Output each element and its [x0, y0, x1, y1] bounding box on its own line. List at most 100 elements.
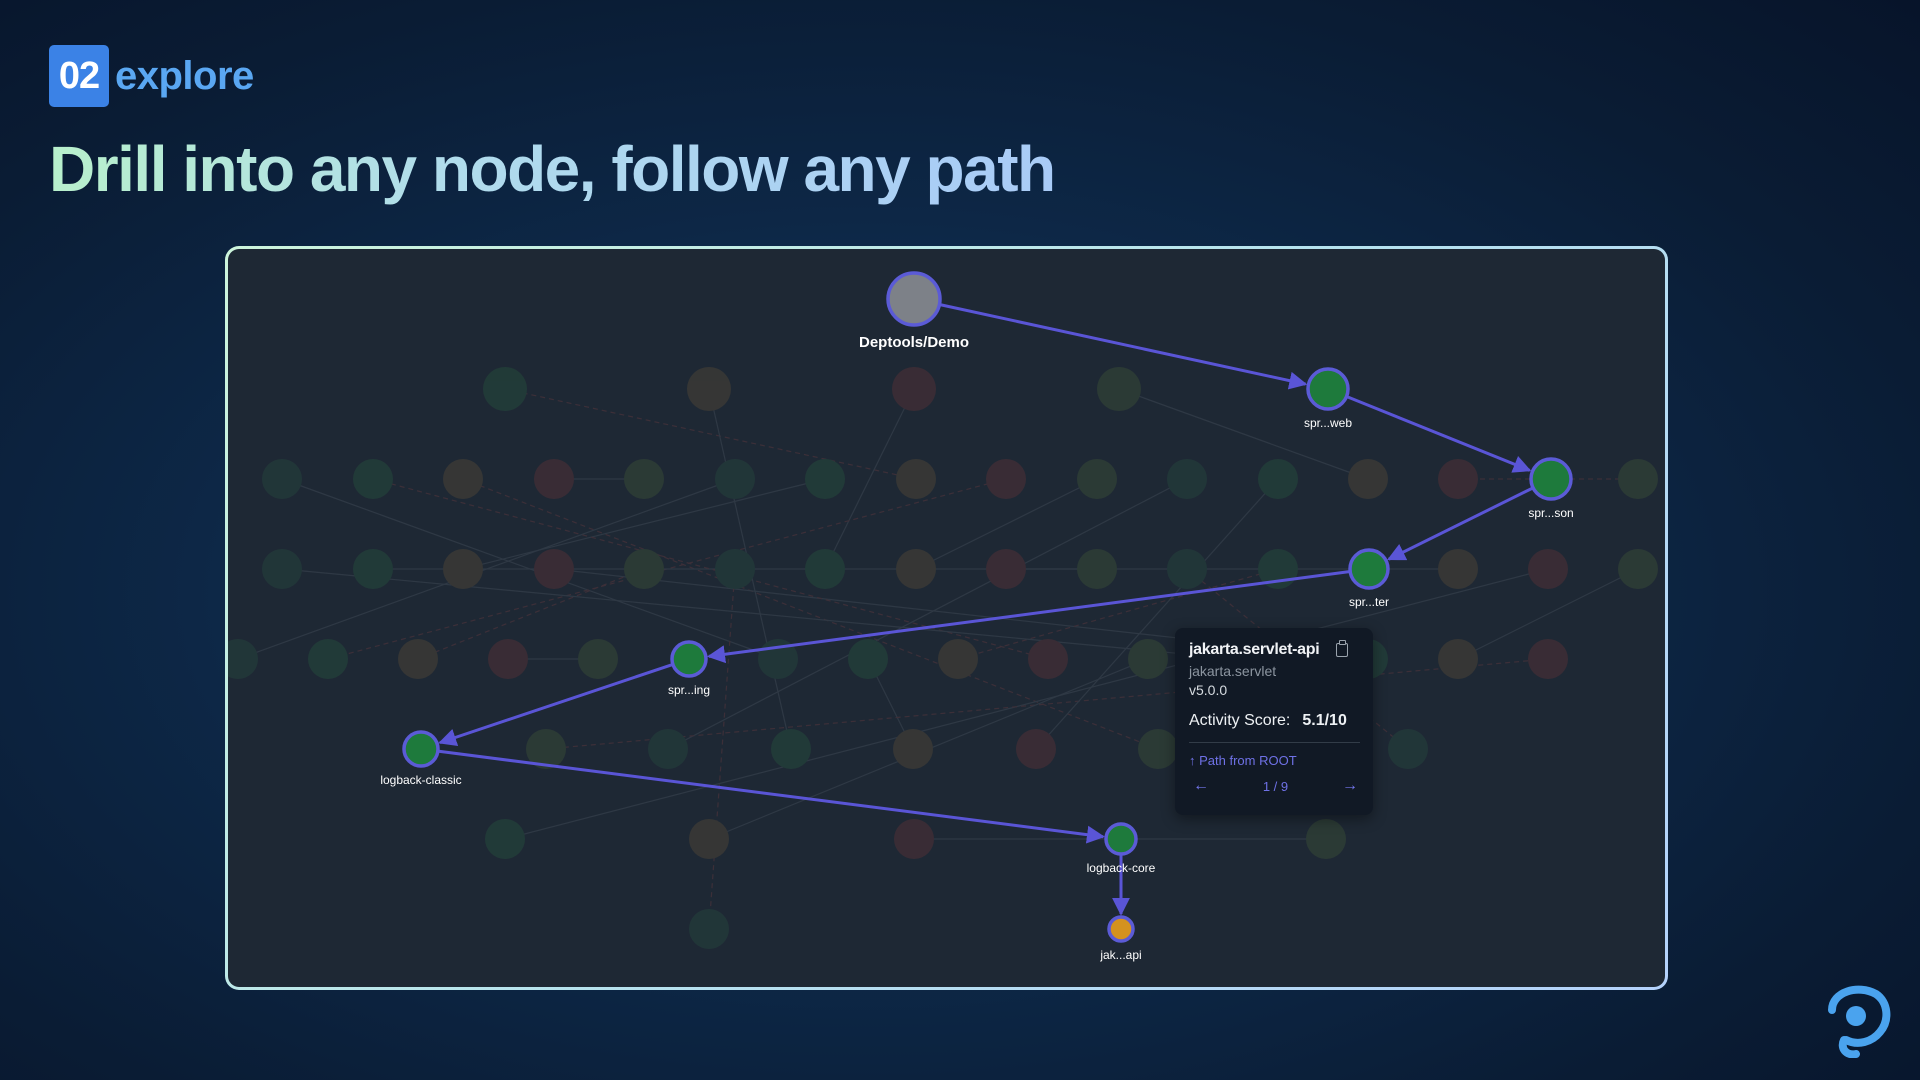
graph-canvas[interactable]: Deptools/Demo spr...web spr...son spr...ter… [228, 249, 1665, 987]
background-node [1618, 549, 1658, 589]
background-node [805, 459, 845, 499]
background-node [1097, 367, 1141, 411]
background-node [578, 639, 618, 679]
background-node [689, 909, 729, 949]
graph-node-web[interactable]: spr...web [1304, 367, 1352, 430]
tooltip-package-name: jakarta.servlet-api [1189, 641, 1320, 658]
background-node [485, 819, 525, 859]
background-node [1438, 549, 1478, 589]
background-node [1438, 639, 1478, 679]
activity-score-value: 5.1/10 [1302, 712, 1347, 729]
background-edge [915, 478, 1098, 570]
graph-node-logback_classic[interactable]: logback-classic [380, 730, 462, 787]
node-circle [1104, 822, 1138, 856]
background-node [805, 549, 845, 589]
brand-logo-icon [1828, 985, 1891, 1058]
background-node [1077, 549, 1117, 589]
background-node [894, 819, 934, 859]
background-node [938, 639, 978, 679]
background-node [483, 367, 527, 411]
background-edge [504, 388, 917, 480]
background-node [526, 729, 566, 769]
dependency-graph[interactable]: Deptools/Demo spr...web spr...son spr...ter… [228, 249, 1665, 987]
node-circle [1348, 548, 1390, 590]
graph-node-logging[interactable]: spr...ing [668, 640, 710, 697]
background-edge [462, 478, 1159, 750]
node-label: logback-classic [380, 773, 461, 787]
path-edges [437, 303, 1534, 916]
background-edge [1118, 388, 1369, 480]
path-pager: ← 1 / 9 → [1189, 777, 1360, 795]
node-circle [1107, 915, 1135, 943]
background-edge [708, 658, 1149, 840]
background-node [262, 549, 302, 589]
background-edge [824, 388, 915, 570]
background-edge [957, 568, 1279, 660]
background-node [1028, 639, 1068, 679]
node-circle [1529, 457, 1573, 501]
graph-node-starter[interactable]: spr...ter [1348, 548, 1390, 609]
section-label: explore [115, 53, 254, 98]
background-node [893, 729, 933, 769]
background-node [228, 639, 258, 679]
path-edge-json-starter [1387, 486, 1534, 561]
background-node [534, 549, 574, 589]
background-edge [1035, 478, 1279, 750]
clipboard-icon[interactable] [1336, 640, 1348, 657]
page-title: Drill into any node, follow any path [49, 133, 1056, 205]
background-node [1306, 819, 1346, 859]
arrow-right-icon[interactable]: → [1341, 777, 1358, 794]
background-node [986, 549, 1026, 589]
background-node [443, 459, 483, 499]
background-node [353, 459, 393, 499]
tooltip-divider [1189, 742, 1360, 743]
background-node [398, 639, 438, 679]
path-from-root-label[interactable]: ↑ Path from ROOT [1189, 753, 1297, 768]
background-node [1016, 729, 1056, 769]
background-edge [708, 568, 736, 930]
background-edge [281, 568, 1239, 660]
background-node [534, 459, 574, 499]
background-node [896, 459, 936, 499]
tooltip-group-id: jakarta.servlet [1189, 663, 1277, 679]
background-node [1167, 549, 1207, 589]
background-node [262, 459, 302, 499]
background-node [848, 639, 888, 679]
graph-node-logback_core[interactable]: logback-core [1087, 822, 1156, 875]
background-node [1348, 459, 1388, 499]
graph-node-root[interactable]: Deptools/Demo [859, 271, 969, 351]
node-circle [1306, 367, 1350, 411]
background-node [1438, 459, 1478, 499]
background-nodes [228, 367, 1658, 949]
background-node [624, 459, 664, 499]
background-node [308, 639, 348, 679]
background-edge [867, 658, 914, 750]
background-edge [462, 478, 826, 570]
background-node [443, 549, 483, 589]
background-node [689, 819, 729, 859]
node-label: spr...web [1304, 416, 1352, 430]
path-page-indicator: 1 / 9 [1262, 778, 1289, 794]
background-node [1388, 729, 1428, 769]
graph-panel: Deptools/Demo spr...web spr...son spr...ter… [225, 246, 1668, 990]
background-node [1258, 459, 1298, 499]
node-label: spr...ter [1349, 595, 1389, 609]
node-label: spr...son [1528, 506, 1573, 520]
background-node [1618, 459, 1658, 499]
background-node [353, 549, 393, 589]
path-edge-root-web [939, 303, 1308, 390]
path-edge-logging-logback_classic [438, 662, 674, 747]
background-edge [667, 478, 1188, 750]
path-edge-starter-logging [707, 570, 1351, 664]
arrow-left-icon[interactable]: ← [1193, 777, 1209, 794]
graph-node-json[interactable]: spr...son [1528, 457, 1574, 520]
background-edge [545, 658, 1549, 750]
node-label: Deptools/Demo [859, 334, 969, 351]
section-number-badge: 02 [49, 45, 109, 107]
graph-node-jakarta[interactable]: jak...api [1099, 915, 1142, 962]
node-label: jak...api [1099, 948, 1141, 962]
background-edge [1457, 568, 1639, 660]
background-node [1528, 549, 1568, 589]
section-header: 02 explore [49, 45, 254, 107]
background-edge [237, 478, 736, 660]
